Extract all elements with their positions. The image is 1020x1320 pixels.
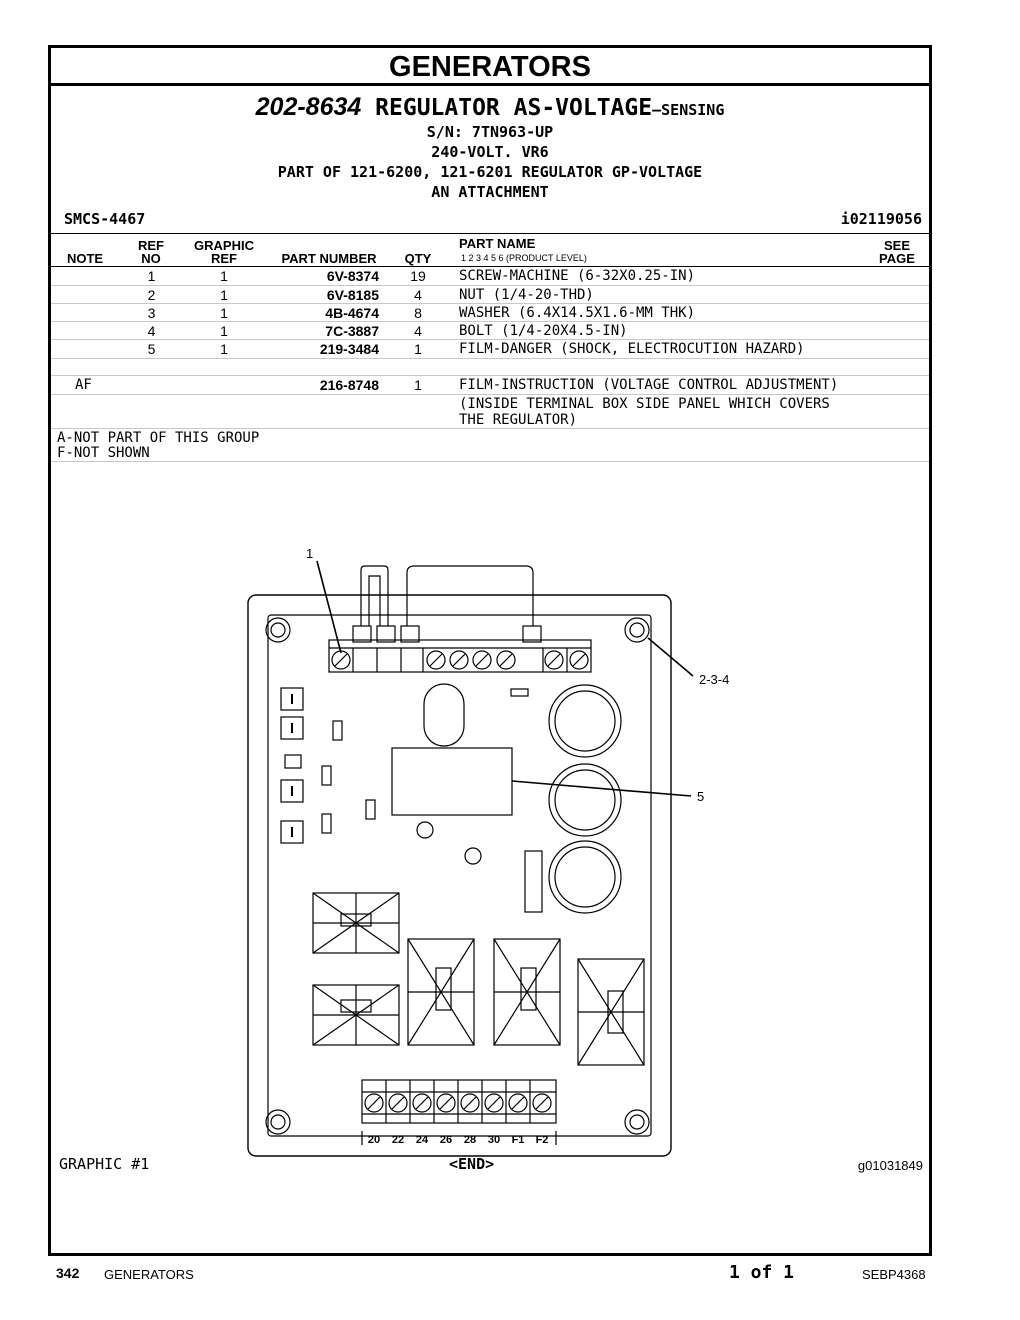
col-qty: QTY — [404, 251, 432, 266]
header-rule — [51, 233, 929, 234]
section-banner: GENERATORS — [51, 48, 929, 86]
col-note: NOTE — [66, 251, 104, 266]
row-part-number: 219-3484 — [319, 341, 379, 357]
row-ref-no: 5 — [147, 341, 156, 357]
page-of: 1 of 1 — [729, 1262, 795, 1283]
row-graphic-ref: 1 — [220, 341, 228, 357]
row-ref-no: 2 — [147, 287, 156, 303]
col-ref-1: REF — [138, 238, 164, 253]
col-graphic-ref-2: REF — [211, 251, 237, 266]
heatsink-icon — [312, 984, 400, 1046]
row-qty: 8 — [414, 305, 422, 321]
row-ref-no: 3 — [147, 305, 156, 321]
footer-section: GENERATORS — [104, 1267, 194, 1282]
smcs-code: SMCS-4467 — [64, 210, 146, 228]
terminal-label: 26 — [440, 1134, 452, 1146]
page-frame: GENERATORS 202-8634 REGULATOR AS-VOLTAGE… — [48, 45, 932, 1256]
row-ref-no: 1 — [147, 268, 156, 284]
graphic-label: GRAPHIC #1 — [59, 1155, 150, 1173]
group-part-number: 202-8634 — [255, 93, 362, 121]
terminal-label: 20 — [368, 1134, 380, 1146]
row-part-number: 6V-8374 — [326, 268, 379, 284]
title-line-5: AN ATTACHMENT — [431, 183, 549, 201]
row-graphic-ref: 1 — [220, 323, 228, 339]
callout-5: 5 — [697, 789, 704, 804]
terminal-label: 30 — [488, 1134, 500, 1146]
corner-nut-icon — [624, 617, 650, 643]
row-part-name: FILM-INSTRUCTION (VOLTAGE CONTROL ADJUST… — [459, 377, 839, 393]
row-divider — [51, 303, 929, 304]
callout-2-3-4: 2-3-4 — [699, 672, 729, 687]
row-divider — [51, 394, 929, 395]
row-graphic-ref: 1 — [220, 287, 228, 303]
row-part-name: WASHER (6.4X14.5X1.6-MM THK) — [459, 305, 696, 321]
group-name-suffix: —SENSING — [652, 101, 725, 119]
row-qty: 4 — [414, 323, 422, 339]
col-part-number: PART NUMBER — [281, 251, 377, 266]
corner-nut-icon — [624, 1109, 650, 1135]
notes-divider — [51, 461, 929, 462]
column-header-rule — [51, 266, 929, 267]
row-part-number: 4B-4674 — [325, 305, 379, 321]
terminal-label: 24 — [416, 1134, 429, 1146]
col-graphic-ref-1: GRAPHIC — [194, 238, 254, 253]
row-part-name: SCREW-MACHINE (6-32X0.25-IN) — [459, 268, 696, 284]
info-id: i02119056 — [840, 210, 922, 228]
row-qty: 4 — [414, 287, 422, 303]
row-part-name: NUT (1/4-20-THD) — [459, 287, 594, 303]
terminal-label: 28 — [464, 1134, 476, 1146]
terminal-label: F1 — [512, 1134, 525, 1146]
row-divider — [51, 375, 929, 376]
col-see-page-2: PAGE — [879, 251, 915, 266]
page-number: 342 — [56, 1265, 80, 1281]
note-legend-a: A-NOT PART OF THIS GROUP — [57, 430, 260, 446]
row-divider — [51, 339, 929, 340]
regulator-diagram: 1 2-3-4 5 20 22 24 26 28 30 F1 F2 — [247, 546, 729, 1157]
title-line-4: PART OF 121-6200, 121-6201 REGULATOR GP-… — [277, 163, 703, 181]
heatsink-icon — [407, 938, 475, 1046]
row-divider — [51, 428, 929, 429]
row-divider — [51, 358, 929, 359]
row-graphic-ref: 1 — [220, 268, 228, 284]
group-title: 202-8634 REGULATOR AS-VOLTAGE—SENSING — [51, 93, 929, 122]
row-part-name-continued: THE REGULATOR) — [459, 412, 578, 428]
col-ref-2: NO — [141, 251, 161, 266]
row-part-number: 6V-8185 — [326, 287, 379, 303]
row-divider — [51, 321, 929, 322]
group-name: REGULATOR AS-VOLTAGE — [375, 95, 653, 121]
heatsink-icon — [577, 958, 645, 1066]
row-graphic-ref: 1 — [220, 305, 228, 321]
row-part-number: 216-8748 — [319, 377, 379, 393]
terminal-label: F2 — [536, 1134, 549, 1146]
col-see-page-1: SEE — [883, 238, 910, 253]
row-qty: 19 — [410, 268, 426, 284]
row-part-name-continued: (INSIDE TERMINAL BOX SIDE PANEL WHICH CO… — [459, 396, 830, 412]
serial-number: S/N: 7TN963-UP — [426, 123, 554, 141]
doc-id: SEBP4368 — [862, 1267, 926, 1282]
row-qty: 1 — [414, 377, 422, 393]
product-level-scale: 1 2 3 4 5 6 (PRODUCT LEVEL) — [461, 253, 587, 263]
callout-1: 1 — [306, 546, 313, 561]
col-part-name: PART NAME — [459, 236, 536, 251]
note-legend-f: F-NOT SHOWN — [57, 445, 150, 461]
row-ref-no: 4 — [147, 323, 156, 339]
corner-nut-icon — [265, 1109, 291, 1135]
row-divider — [51, 285, 929, 286]
heatsink-icon — [312, 892, 400, 954]
graphic-id: g01031849 — [857, 1158, 923, 1173]
row-part-name: FILM-DANGER (SHOCK, ELECTROCUTION HAZARD… — [459, 341, 805, 357]
end-marker: <END> — [449, 1155, 495, 1173]
row-part-name: BOLT (1/4-20X4.5-IN) — [459, 323, 628, 339]
terminal-label: 22 — [392, 1134, 404, 1146]
corner-nut-icon — [265, 617, 291, 643]
row-qty: 1 — [414, 341, 422, 357]
row-part-number: 7C-3887 — [325, 323, 379, 339]
row-note: AF — [75, 377, 92, 393]
title-line-3: 240-VOLT. VR6 — [431, 143, 549, 161]
heatsink-icon — [493, 938, 561, 1046]
